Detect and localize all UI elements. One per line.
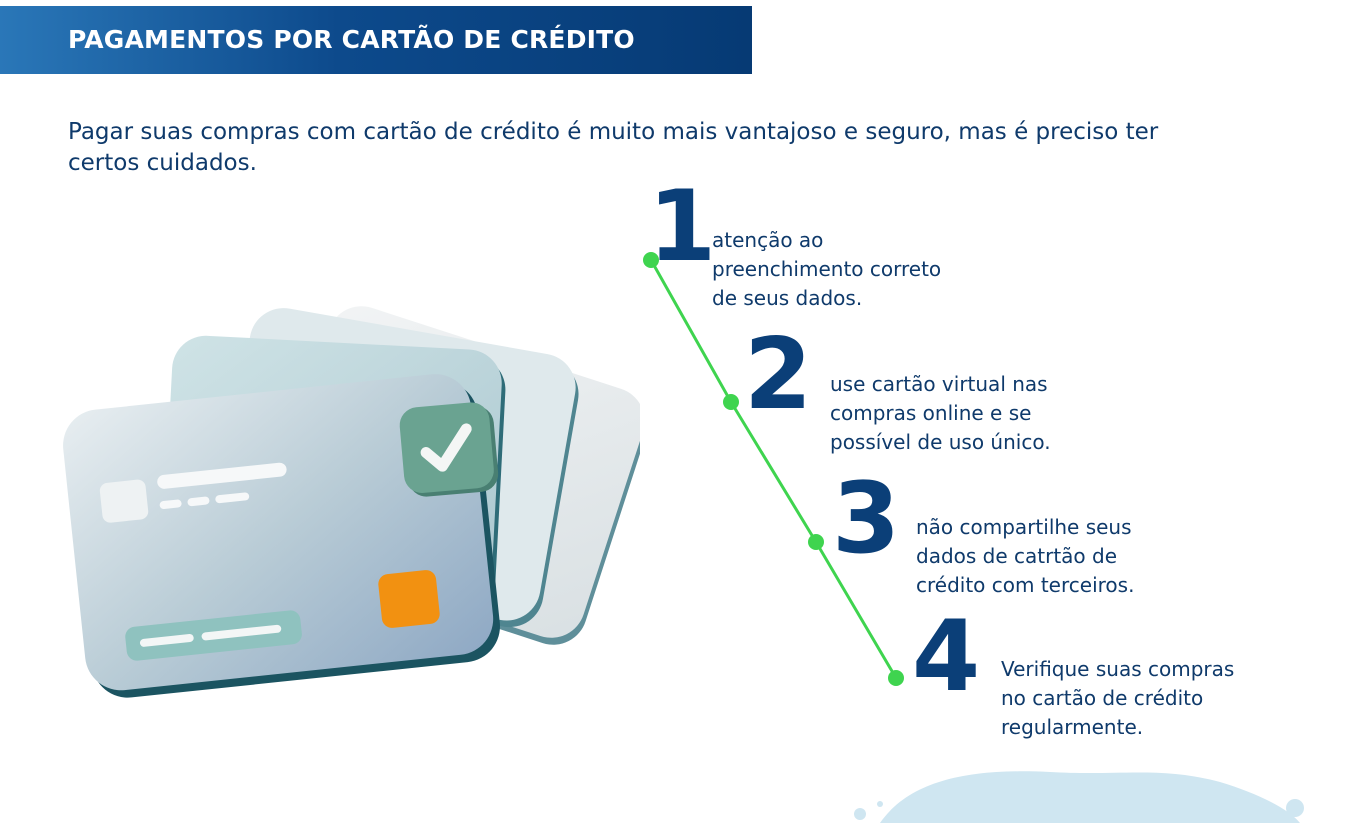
step-number-3: 3: [832, 462, 901, 576]
step-text-1: atenção ao preenchimento correto de seus…: [712, 228, 942, 310]
page-title: PAGAMENTOS POR CARTÃO DE CRÉDITO: [68, 25, 635, 54]
chip: [378, 570, 440, 628]
step-number-4: 4: [912, 600, 981, 714]
decorative-blob: [854, 771, 1304, 823]
title-banner: PAGAMENTOS POR CARTÃO DE CRÉDITO: [0, 6, 752, 74]
check-icon: [399, 402, 499, 497]
step-number-2: 2: [744, 318, 813, 432]
timeline-dot-3: [808, 534, 824, 550]
timeline-dot-4: [888, 670, 904, 686]
step-text-3: não compartilhe seus dados de catrtão de…: [916, 515, 1135, 597]
credit-cards-illustration: [63, 306, 640, 698]
step-text-4: Verifique suas compras no cartão de créd…: [1001, 657, 1235, 739]
intro-text: Pagar suas compras com cartão de crédito…: [68, 119, 1159, 176]
step-text-2: use cartão virtual nas compras online e …: [830, 372, 1051, 454]
step-number-1: 1: [648, 170, 717, 284]
timeline-dot-2: [723, 394, 739, 410]
